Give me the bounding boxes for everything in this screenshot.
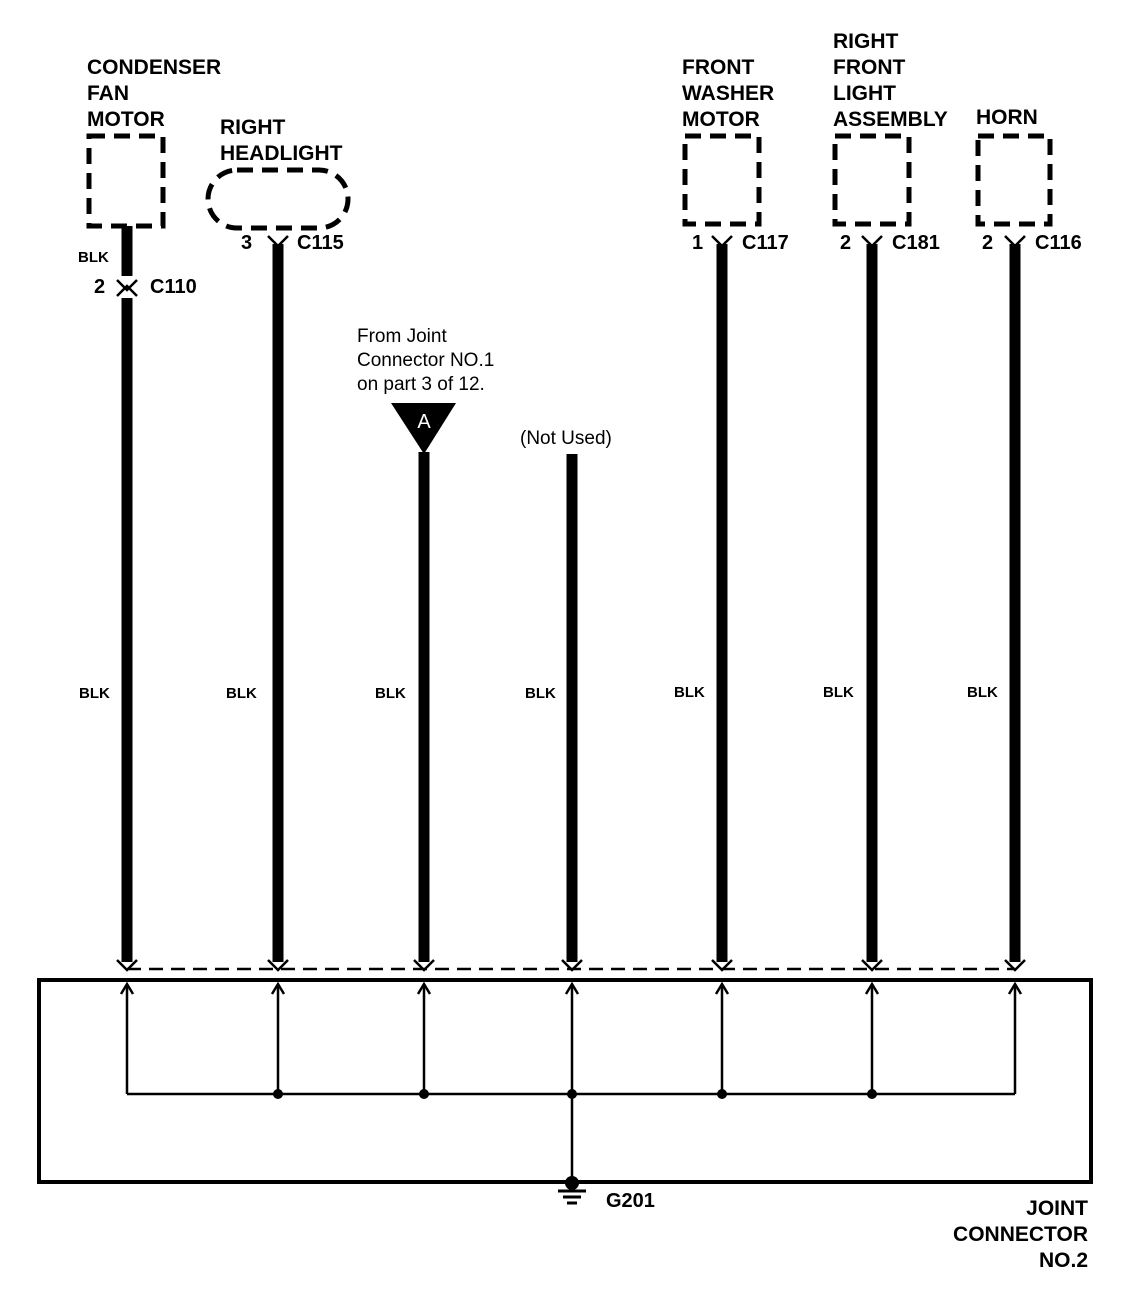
front-washer-motor-label-line-3: MOTOR xyxy=(682,108,760,131)
offpage-marker-letter: A xyxy=(417,411,431,433)
splice-dot xyxy=(419,1089,429,1099)
horn-label: HORN xyxy=(976,106,1038,129)
right-front-light-assembly: RIGHT FRONT LIGHT ASSEMBLY 2 C181 BLK xyxy=(823,30,948,972)
right-headlight-label-line-2: HEADLIGHT xyxy=(220,142,343,165)
right-headlight-label-line-1: RIGHT xyxy=(220,116,286,139)
horn-wire-color: BLK xyxy=(967,684,998,701)
right-front-light-assembly-pin: 2 xyxy=(840,232,851,254)
splice-dot xyxy=(867,1089,877,1099)
condenser-fan-motor-wire-color: BLK xyxy=(79,685,110,702)
offpage-wire-color: BLK xyxy=(375,685,406,702)
joint-connector-2: JOINT CONNECTOR NO.2 xyxy=(37,967,1093,1272)
not-used-wire-color: BLK xyxy=(525,685,556,702)
front-washer-motor-label-line-1: FRONT xyxy=(682,56,754,79)
offpage-note-line-1: From Joint xyxy=(357,326,447,347)
offpage-note-line-3: on part 3 of 12. xyxy=(357,374,485,395)
right-front-light-assembly-connector: C181 xyxy=(892,232,940,254)
right-front-light-assembly-terminal xyxy=(861,959,883,972)
joint-connector-box xyxy=(37,978,1093,1184)
front-washer-motor-box xyxy=(682,133,762,227)
right-front-light-assembly-label-line-1: RIGHT xyxy=(833,30,899,53)
joint-connector-label-line-1: JOINT xyxy=(1026,1197,1088,1220)
splice-dot xyxy=(567,1089,577,1099)
right-headlight-terminal xyxy=(267,959,289,972)
ground-g201: G201 xyxy=(558,1176,655,1212)
horn-pin: 2 xyxy=(982,232,993,254)
offpage-connector-a: From Joint Connector NO.1 on part 3 of 1… xyxy=(357,326,494,972)
front-washer-motor-pin: 1 xyxy=(692,232,703,254)
joint-connector-terminals xyxy=(119,981,1023,1180)
horn-connector: C116 xyxy=(1035,232,1082,254)
ground-label: G201 xyxy=(606,1190,655,1212)
front-washer-motor-connector: C117 xyxy=(742,232,789,254)
horn: HORN 2 C116 BLK xyxy=(967,106,1082,972)
joint-connector-label-line-2: CONNECTOR xyxy=(953,1223,1088,1246)
splice-dot xyxy=(717,1089,727,1099)
condenser-fan-motor-label-line-2: FAN xyxy=(87,82,129,105)
right-headlight: RIGHT HEADLIGHT 3 C115 BLK xyxy=(205,116,351,972)
front-washer-motor: FRONT WASHER MOTOR 1 C117 BLK xyxy=(674,56,789,972)
condenser-fan-motor: CONDENSER FAN MOTOR BLK 2 C110 BLK xyxy=(78,56,221,972)
right-front-light-assembly-label-line-4: ASSEMBLY xyxy=(833,108,948,131)
condenser-fan-motor-connector: C110 xyxy=(150,276,197,298)
offpage-note-line-2: Connector NO.1 xyxy=(357,350,494,371)
condenser-fan-motor-pin: 2 xyxy=(94,276,105,298)
c110-connector-symbol-bottom xyxy=(116,284,138,297)
joint-connector-label-line-3: NO.2 xyxy=(1039,1249,1088,1272)
splice-dots xyxy=(273,1089,877,1099)
condenser-fan-motor-label-line-1: CONDENSER xyxy=(87,56,221,79)
front-washer-motor-label-line-2: WASHER xyxy=(682,82,774,105)
condenser-fan-motor-box xyxy=(86,133,166,229)
right-front-light-assembly-box xyxy=(832,133,912,227)
right-headlight-box xyxy=(205,167,351,231)
right-front-light-assembly-label-line-2: FRONT xyxy=(833,56,905,79)
front-washer-motor-wire-color: BLK xyxy=(674,684,705,701)
right-front-light-assembly-label-line-3: LIGHT xyxy=(833,82,896,105)
offpage-marker-triangle xyxy=(391,403,456,454)
right-headlight-pin: 3 xyxy=(241,232,252,254)
right-headlight-wire-color: BLK xyxy=(226,685,257,702)
right-headlight-connector: C115 xyxy=(297,232,344,254)
right-front-light-assembly-wire-color: BLK xyxy=(823,684,854,701)
condenser-fan-motor-wire-color-top: BLK xyxy=(78,249,109,266)
condenser-fan-motor-label-line-3: MOTOR xyxy=(87,108,165,131)
not-used-circuit: (Not Used) BLK xyxy=(520,428,612,972)
not-used-label: (Not Used) xyxy=(520,428,612,449)
splice-dot xyxy=(273,1089,283,1099)
c110-connector-symbol-top xyxy=(116,279,138,292)
horn-box xyxy=(975,133,1053,227)
